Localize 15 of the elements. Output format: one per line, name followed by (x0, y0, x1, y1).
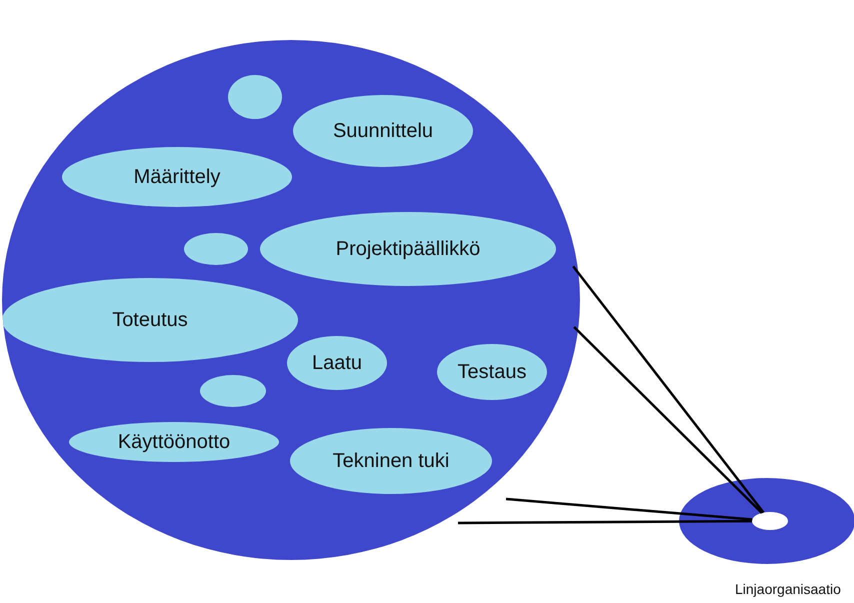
node-label: Projektipäällikkö (336, 238, 480, 260)
connector-line (573, 326, 763, 514)
node-label: Laatu (312, 352, 362, 374)
node-label: Toteutus (112, 308, 188, 332)
node-label: Suunnittelu (332, 120, 434, 142)
connector-line (458, 520, 752, 524)
node-label: Testaus (458, 360, 526, 384)
ellipse-shape (228, 75, 282, 119)
connector-line (506, 498, 752, 521)
connector-line (572, 266, 764, 514)
node-label: Määrittely (134, 166, 220, 188)
ring-hole (752, 512, 788, 530)
caption-text: Linjaorganisaatio (735, 581, 841, 597)
node-label: Käyttöönotto (118, 430, 230, 454)
node-label: Tekninen tuki (332, 450, 450, 472)
